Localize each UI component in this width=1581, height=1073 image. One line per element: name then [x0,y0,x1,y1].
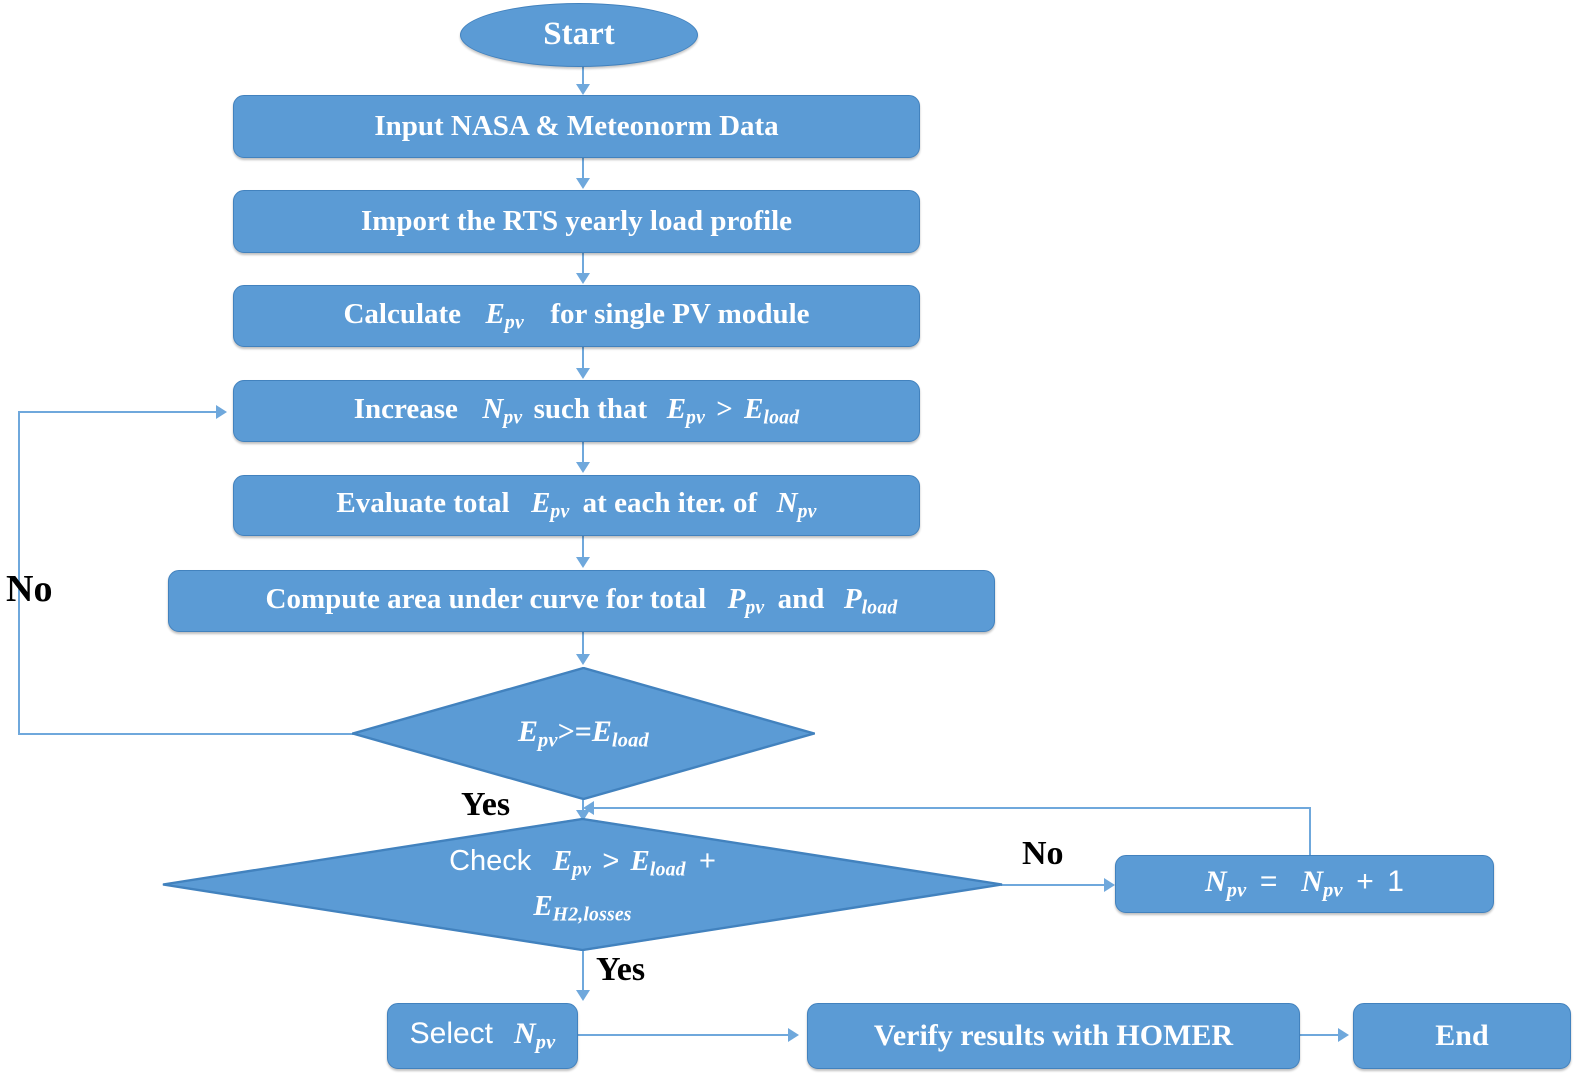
dec2-plus: + [698,845,716,878]
arrowhead-verify-to-end [1338,1028,1349,1042]
node-verify-homer-label: Verify results with HOMER [873,1018,1234,1052]
arrowhead-import-to-calculate [576,273,590,284]
incr-symbol-npv-right: Npv [1301,864,1343,902]
node-evaluate-total-label: Evaluate total Epv at each iter. of Npv [234,487,919,523]
node-import-profile-label: Import the RTS yearly load profile [360,204,792,237]
connector-decision2-to-increment [1001,884,1109,886]
connector-decision2-to-select [582,950,584,992]
edge-label-yes-second-decision: Yes [596,951,646,988]
dec2-text-check: Check [449,845,532,878]
eval-symbol-epv: Epv [531,487,570,523]
decision1-text: Epv>=Eload [352,667,815,800]
connector-verify-to-end [1300,1034,1340,1036]
node-increment-npv[interactable]: Npv = Npv + 1 [1115,855,1494,913]
arrowhead-select-to-verify [788,1028,799,1042]
dec1-symbol-epv: Epv [518,714,558,752]
eval-text-pre: Evaluate total [336,487,510,520]
arrowhead-calculate-to-increase [576,368,590,379]
inc-text-pre: Increase [353,392,458,425]
dec2-symbol-eh2losses: EH2,losses [533,889,632,926]
node-input-data-label: Input NASA & Meteonorm Data [374,109,779,142]
inc-symbol-eload: Eload [744,392,800,429]
arrowhead-evaluate-to-compute [576,557,590,568]
connector-select-to-verify [578,1034,790,1036]
connector-increment-back-horizontal [590,807,1311,809]
comp-symbol-ppv: Ppv [727,582,765,619]
arrowhead-decision1-to-decision2 [576,810,590,821]
arrowhead-increment-back-to-decision2 [583,801,594,815]
connector-input-to-import [582,158,584,182]
arrowhead-increase-to-evaluate [576,462,590,473]
node-end[interactable]: End [1353,1003,1571,1069]
node-start-label: Start [543,16,615,53]
node-decision-epv-ge-eload[interactable]: Epv>=Eload [352,667,815,800]
dec2-symbol-eload: Eload [630,845,686,881]
node-compute-area-label: Compute area under curve for total Ppv a… [169,583,994,619]
arrowhead-loop-to-increase [216,405,227,419]
comp-symbol-pload: Pload [843,582,898,619]
incr-symbol-npv-left: Npv [1205,864,1247,902]
node-select-npv[interactable]: Select Npv [387,1003,578,1069]
dec2-symbol-epv: Epv [552,845,592,881]
node-import-profile[interactable]: Import the RTS yearly load profile [233,190,920,253]
decision2-text: Check Epv > Eload + EH2,losses [162,818,1003,951]
connector-compute-to-decision1 [582,632,584,658]
select-text-pre: Select [409,1016,494,1050]
dec2-operator: > [602,845,620,878]
node-start[interactable]: Start [460,3,698,67]
connector-increment-up-vertical [1309,807,1311,856]
connector-evaluate-to-compute [582,536,584,560]
calc-text-pre: Calculate [343,297,462,330]
arrowhead-decision2-to-increment [1104,878,1115,892]
arrowhead-decision2-to-select [576,990,590,1001]
arrowhead-start-to-input [576,84,590,95]
node-increment-npv-label: Npv = Npv + 1 [1116,865,1493,903]
connector-start-to-input [582,66,584,89]
dec1-symbol-eload: Eload [591,714,649,752]
connector-import-to-calculate [582,253,584,277]
arrowhead-input-to-import [576,178,590,189]
eval-text-mid: at each iter. of [582,487,758,520]
inc-text-mid: such that [533,392,648,425]
connector-loop-bottom-horizontal [18,733,354,735]
inc-symbol-epv: Epv [666,392,706,429]
node-select-npv-label: Select Npv [388,1017,577,1055]
calc-text-post: for single PV module [550,297,810,330]
node-verify-homer[interactable]: Verify results with HOMER [807,1003,1300,1069]
comp-text-mid: and [777,582,825,615]
connector-increase-to-evaluate [582,442,584,465]
eval-symbol-npv: Npv [776,487,817,523]
calc-symbol-epv: Epv [485,297,524,334]
edge-label-no-left-loop: No [6,568,53,610]
arrowhead-compute-to-decision1 [576,654,590,665]
edge-label-no-second-decision: No [1022,835,1064,872]
incr-equals: = [1259,864,1278,898]
node-input-data[interactable]: Input NASA & Meteonorm Data [233,95,920,158]
node-calculate-epv-label: Calculate Epv for single PV module [234,298,919,334]
comp-text-pre: Compute area under curve for total [265,582,707,615]
connector-loop-top-horizontal [18,411,218,413]
node-compute-area[interactable]: Compute area under curve for total Ppv a… [168,570,995,632]
incr-plus: + [1356,864,1374,898]
node-decision-check-h2[interactable]: Check Epv > Eload + EH2,losses [162,818,1003,951]
node-increase-npv-label: Increase Npv such that Epv > Eload [234,393,919,429]
dec1-operator: >= [557,714,592,748]
inc-symbol-npv: Npv [482,392,523,429]
incr-one: 1 [1387,864,1404,898]
connector-loop-left-vertical [18,411,20,735]
node-increase-npv[interactable]: Increase Npv such that Epv > Eload [233,380,920,442]
select-symbol-npv: Npv [514,1016,556,1054]
node-calculate-epv[interactable]: Calculate Epv for single PV module [233,285,920,347]
node-end-label: End [1435,1018,1489,1052]
inc-operator: > [716,392,733,425]
node-evaluate-total[interactable]: Evaluate total Epv at each iter. of Npv [233,475,920,536]
connector-calculate-to-increase [582,347,584,371]
